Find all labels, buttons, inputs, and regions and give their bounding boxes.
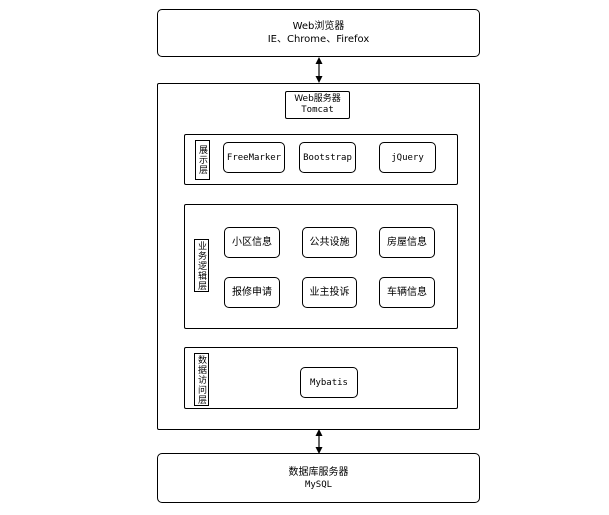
item-housing-info: 房屋信息 [379, 227, 435, 258]
data-access-layer-label: 数据访问层 [194, 353, 209, 406]
browser-server-arrow-icon [315, 57, 323, 83]
item-vehicle-info: 车辆信息 [379, 277, 435, 308]
item-owner-complaint: 业主投诉 [302, 277, 357, 308]
presentation-layer: 展示层 FreeMarker Bootstrap jQuery [184, 134, 458, 185]
item-mybatis: Mybatis [300, 367, 358, 398]
web-server-subtitle: Tomcat [301, 105, 334, 115]
item-public-facilities: 公共设施 [302, 227, 357, 258]
server-database-arrow-icon [315, 429, 323, 454]
web-browser-box: Web浏览器 IE、Chrome、Firefox [157, 9, 480, 57]
business-logic-layer: 业务逻辑层 小区信息 公共设施 房屋信息 报修申请 业主投诉 车辆信息 [184, 204, 458, 329]
data-access-layer: 数据访问层 Mybatis [184, 347, 458, 409]
web-server-title: Web服务器 [294, 94, 341, 104]
database-server-title: 数据库服务器 [288, 466, 349, 478]
item-community-info: 小区信息 [224, 227, 280, 258]
database-server-subtitle: MySQL [304, 479, 333, 490]
item-repair-request: 报修申请 [224, 277, 280, 308]
item-jquery: jQuery [379, 142, 436, 173]
presentation-layer-label: 展示层 [195, 140, 210, 180]
web-browser-title: Web浏览器 [292, 21, 345, 32]
business-logic-layer-label: 业务逻辑层 [194, 239, 209, 292]
item-freemarker: FreeMarker [223, 142, 285, 173]
item-bootstrap: Bootstrap [299, 142, 356, 173]
web-server-container: Web服务器 Tomcat 展示层 FreeMarker Bootstrap j… [157, 83, 480, 430]
database-server-box: 数据库服务器 MySQL [157, 453, 480, 503]
web-server-box: Web服务器 Tomcat [285, 91, 350, 119]
web-browser-subtitle: IE、Chrome、Firefox [267, 34, 370, 45]
